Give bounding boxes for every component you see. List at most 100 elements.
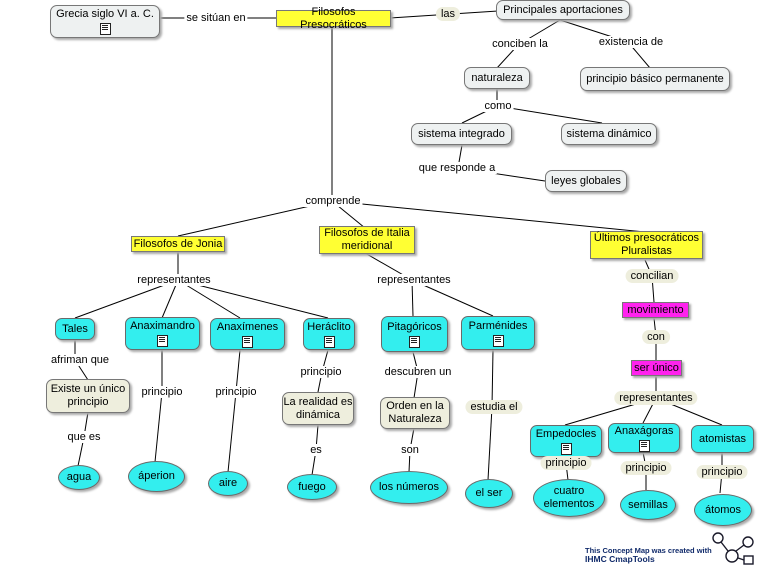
link-principio-anaxagoras: principio [620, 461, 672, 475]
link-que-responde-a: que responde a [416, 162, 498, 174]
concept-atomistas[interactable]: atomistas [691, 425, 754, 453]
credit-line2: IHMC CmapTools [585, 554, 655, 564]
concept-anaxagoras[interactable]: Anaxágoras [608, 423, 680, 453]
concept-aperion-label: áperion [138, 470, 175, 482]
concept-los-numeros[interactable]: los números [370, 471, 448, 504]
link-que-es: que es [65, 431, 103, 443]
concept-anaximenes[interactable]: Anaxímenes [210, 318, 285, 350]
link-principio-atomistas: principio [696, 465, 748, 479]
concept-cuatro-elementos[interactable]: cuatro elementos [533, 479, 605, 517]
concept-numeros-label: los números [379, 481, 439, 493]
cmaptools-credit: This Concept Map was created with IHMC C… [585, 546, 712, 564]
cmaptools-logo-icon [712, 532, 754, 565]
link-principio-empedocles: principio [540, 456, 592, 470]
resource-document-icon[interactable] [560, 442, 572, 455]
concept-sistema-integrado[interactable]: sistema integrado [411, 123, 512, 145]
concept-realidad-dinamica-label: La realidad es dinámica [283, 395, 353, 421]
link-existencia-de: existencia de [596, 36, 666, 48]
resource-document-icon[interactable] [409, 335, 420, 348]
resource-document-icon[interactable] [99, 23, 111, 35]
concept-cuatro-elementos-label: cuatro elementos [543, 485, 595, 510]
link-principio-anaximandro: principio [139, 386, 185, 398]
link-comprende: comprende [303, 195, 363, 207]
concept-filosofos-jonia[interactable]: Filosofos de Jonia [131, 236, 225, 252]
concept-parmenides-label: Parménides [468, 319, 528, 332]
concept-semillas-label: semillas [628, 498, 668, 511]
link-principio-heraclito: principio [298, 366, 344, 378]
concept-semillas[interactable]: semillas [620, 490, 676, 520]
concept-filosofos-presocraticos[interactable]: Filosofos Presocráticos [276, 6, 391, 31]
concept-anaximandro[interactable]: Anaximandro [125, 317, 200, 350]
link-las: las [435, 7, 461, 21]
concept-principio-basico[interactable]: principio básico permanente [580, 67, 730, 91]
concept-orden-naturaleza-label: Orden en la Naturaleza [386, 400, 444, 425]
concept-naturaleza-label: naturaleza [471, 71, 523, 84]
concept-realidad-dinamica[interactable]: La realidad es dinámica [282, 392, 354, 425]
concept-ser-unico[interactable]: ser único [631, 360, 682, 376]
link-es: es [308, 444, 324, 456]
link-principio-anaximenes: principio [213, 386, 259, 398]
concept-tales-label: Tales [62, 322, 88, 335]
concept-atomistas-label: atomistas [698, 432, 747, 445]
concept-sistema-dinamico-label: sistema dinámico [566, 127, 652, 140]
concept-jonia-label: Filosofos de Jonia [133, 237, 223, 250]
concept-fuego[interactable]: fuego [287, 474, 337, 500]
concept-grecia-label: Grecia siglo VI a. C. [56, 8, 154, 20]
concept-parmenides[interactable]: Parménides [461, 316, 535, 350]
concept-filosofos-italia[interactable]: Filosofos de Italia meridional [319, 226, 415, 254]
concept-heraclito[interactable]: Heráclito [303, 318, 355, 350]
link-representantes-italia: representantes [375, 274, 453, 286]
concept-filosofos-label: Filosofos Presocráticos [300, 5, 367, 31]
link-descubren-un: descubren un [382, 366, 454, 378]
concept-leyes-globales[interactable]: leyes globales [545, 170, 627, 192]
link-se-situan-en: se sitúan en [184, 12, 248, 24]
link-afirman-que: afriman que [48, 354, 112, 366]
concept-el-ser[interactable]: el ser [465, 479, 513, 508]
concept-empedocles[interactable]: Empedocles [530, 425, 602, 457]
concept-principales-aportaciones[interactable]: Principales aportaciones [496, 0, 630, 20]
concept-aperion[interactable]: áperion [128, 461, 185, 492]
resource-document-icon[interactable] [157, 335, 168, 347]
resource-document-icon[interactable] [242, 335, 253, 348]
resource-document-icon[interactable] [638, 439, 650, 452]
link-representantes-pluralistas: representantes [614, 391, 698, 405]
concept-sistema-dinamico[interactable]: sistema dinámico [561, 123, 657, 145]
concept-principio-basico-label: principio básico permanente [586, 72, 724, 85]
link-como: como [482, 100, 514, 112]
concept-atomos[interactable]: átomos [694, 494, 752, 526]
link-concilian: concilian [625, 269, 679, 283]
concept-pitagoricos[interactable]: Pitagóricos [381, 316, 448, 352]
concept-aire[interactable]: aire [208, 471, 248, 496]
link-representantes-jonia: representantes [135, 274, 213, 286]
concept-orden-naturaleza[interactable]: Orden en la Naturaleza [380, 397, 450, 429]
concept-ultimos-pluralistas[interactable]: Últimos presocráticos Pluralistas [590, 231, 703, 259]
concept-tales[interactable]: Tales [55, 318, 95, 340]
concept-sistema-integrado-label: sistema integrado [418, 127, 505, 140]
resource-document-icon[interactable] [492, 334, 504, 347]
concept-agua[interactable]: agua [58, 465, 100, 490]
concept-leyes-globales-label: leyes globales [551, 174, 621, 187]
concept-ser-unico-label: ser único [634, 361, 679, 374]
concept-el-ser-label: el ser [475, 487, 503, 499]
concept-atomos-label: átomos [704, 503, 742, 516]
credit-line1: This Concept Map was created with [585, 546, 712, 555]
concept-existe-unico-label: Existe un único principio [50, 383, 126, 408]
concept-fuego-label: fuego [298, 480, 326, 493]
concept-empedocles-label: Empedocles [535, 427, 597, 440]
resource-document-icon[interactable] [323, 335, 335, 348]
concept-existe-unico-principio[interactable]: Existe un único principio [46, 379, 130, 413]
link-conciben-la: conciben la [490, 38, 550, 50]
link-son: son [399, 444, 421, 456]
concept-grecia[interactable]: Grecia siglo VI a. C. [50, 5, 160, 38]
concept-anaximandro-label: Anaximandro [130, 320, 195, 332]
link-estudia-el: estudia el [465, 400, 523, 414]
link-con: con [642, 330, 670, 344]
concept-aire-label: aire [218, 477, 238, 489]
concept-naturaleza[interactable]: naturaleza [464, 67, 530, 89]
concept-aportaciones-label: Principales aportaciones [503, 3, 623, 16]
concept-anaximenes-label: Anaxímenes [216, 320, 279, 333]
concept-movimiento-label: movimiento [627, 303, 684, 316]
concept-anaxagoras-label: Anaxágoras [614, 424, 674, 437]
concept-movimiento[interactable]: movimiento [622, 302, 689, 318]
concept-pluralistas-label: Últimos presocráticos Pluralistas [593, 232, 700, 257]
